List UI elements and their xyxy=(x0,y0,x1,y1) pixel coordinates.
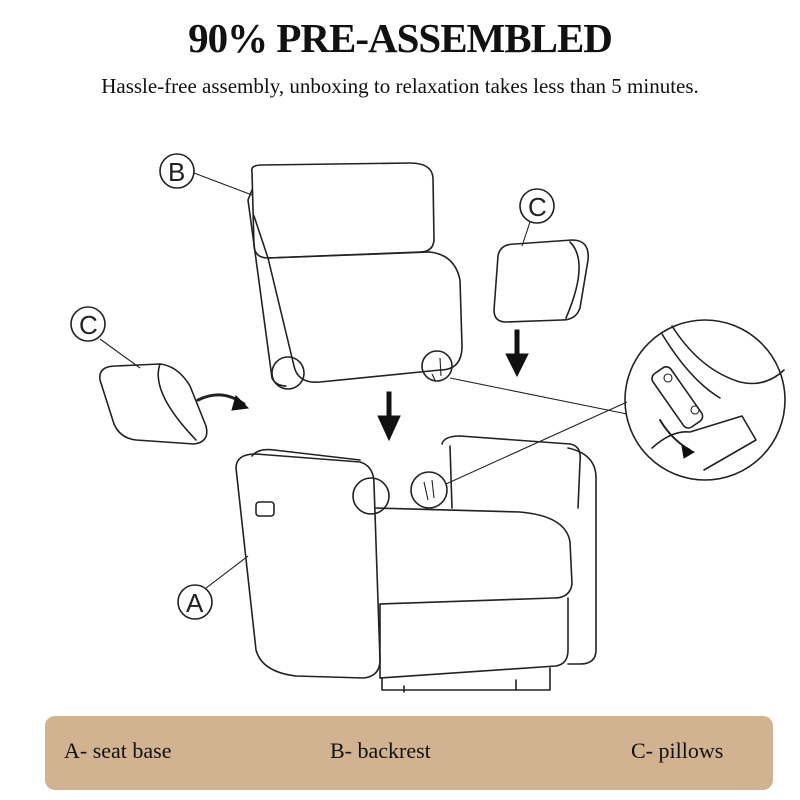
parts-legend: A- seat base B- backrest C- pillows xyxy=(45,716,773,790)
label-b: B xyxy=(168,157,185,187)
legend-backrest: B- backrest xyxy=(330,738,431,763)
page-title: 90% PRE-ASSEMBLED xyxy=(188,15,613,61)
legend-pillows: C- pillows xyxy=(631,738,724,763)
arrow-down-pillow xyxy=(505,329,529,378)
label-a: A xyxy=(186,588,204,618)
legend-seat-base: A- seat base xyxy=(64,738,172,763)
backrest-joint-left xyxy=(271,356,305,390)
label-c-right: C xyxy=(528,192,547,222)
pillow-right-illustration xyxy=(493,239,589,323)
seat-joint-left xyxy=(352,477,390,515)
label-c-left: C xyxy=(79,310,98,340)
seat-joint-right xyxy=(410,471,448,509)
page-subtitle: Hassle-free assembly, unboxing to relaxa… xyxy=(101,74,699,98)
seat-base-illustration xyxy=(235,435,597,693)
connector-detail-view xyxy=(624,319,786,481)
backrest-joint-right xyxy=(421,350,453,382)
pillow-left-illustration xyxy=(99,363,208,445)
arrow-down-backrest xyxy=(377,391,401,442)
